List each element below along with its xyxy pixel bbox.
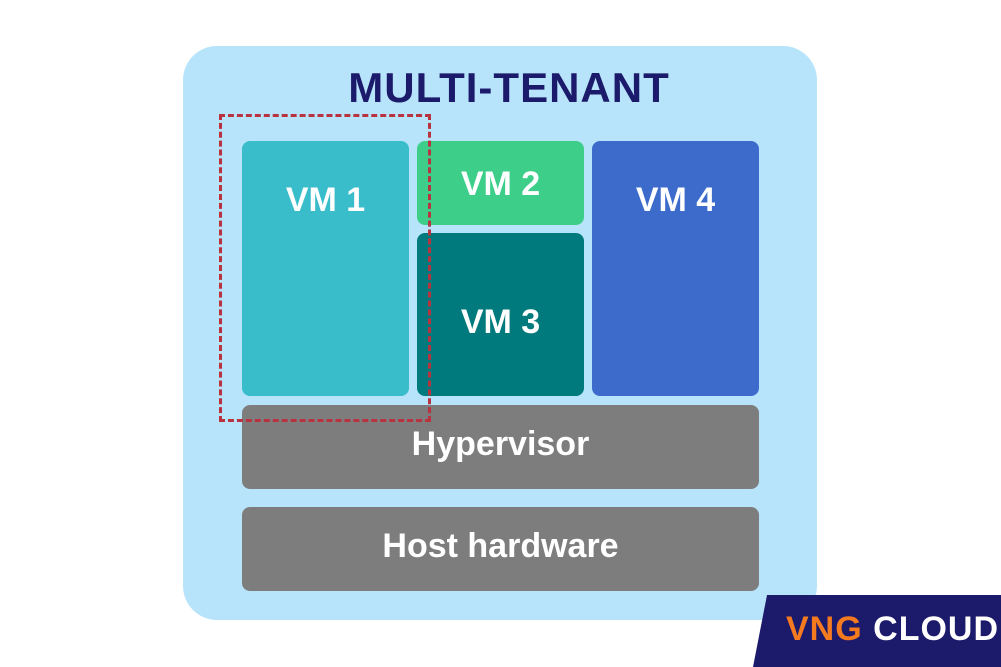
vm-1-box: VM 1: [242, 141, 409, 396]
logo-background: [753, 595, 1001, 667]
vng-cloud-logo: VNG CLOUD: [786, 610, 999, 649]
logo-product: CLOUD: [873, 610, 1000, 648]
hypervisor-layer: Hypervisor: [242, 405, 759, 489]
vm-4-box: VM 4: [592, 141, 759, 396]
tenant-boundary-dashed-outline: [219, 114, 431, 422]
vm-2-box: VM 2: [417, 141, 584, 225]
vm-3-box: VM 3: [417, 233, 584, 396]
diagram-title: MULTI-TENANT: [348, 64, 670, 111]
host-hardware-layer: Host hardware: [242, 507, 759, 591]
logo-brand: VNG: [786, 610, 863, 648]
